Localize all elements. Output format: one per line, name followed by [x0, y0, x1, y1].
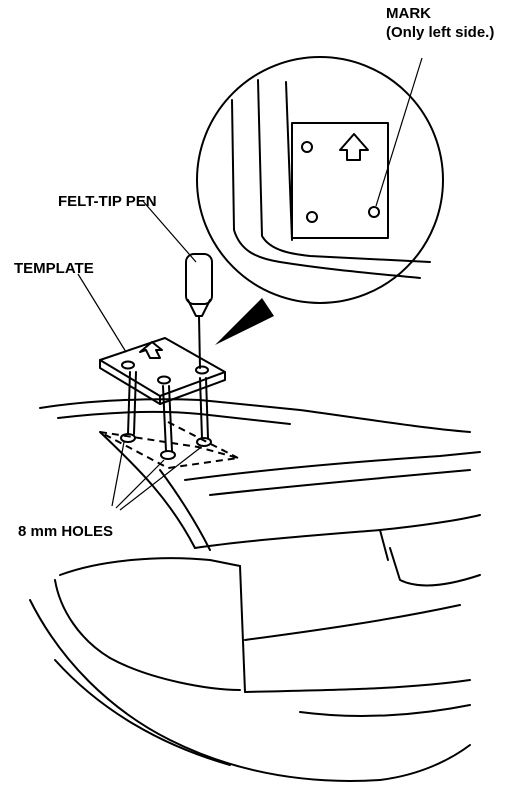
mark-label-line2: (Only left side.)	[386, 24, 495, 41]
template-plate	[99, 337, 226, 405]
mark-label: MARK (Only left side.)	[386, 4, 494, 42]
magnifier-pointer	[215, 298, 274, 345]
hole-outline-edge	[167, 421, 239, 459]
felt-tip-pen-drawing	[185, 253, 213, 369]
mark-label-line1: MARK	[386, 5, 431, 22]
template-arrow-icon	[139, 341, 163, 359]
holes-label: 8 mm HOLES	[18, 523, 114, 540]
magnifier	[196, 56, 444, 345]
leader-lines	[77, 57, 423, 511]
felt-tip-pen-label: FELT-TIP PEN	[58, 193, 157, 210]
mark-arrow-icon	[339, 133, 369, 161]
car-body	[29, 398, 481, 782]
template-label: TEMPLATE	[14, 260, 94, 277]
